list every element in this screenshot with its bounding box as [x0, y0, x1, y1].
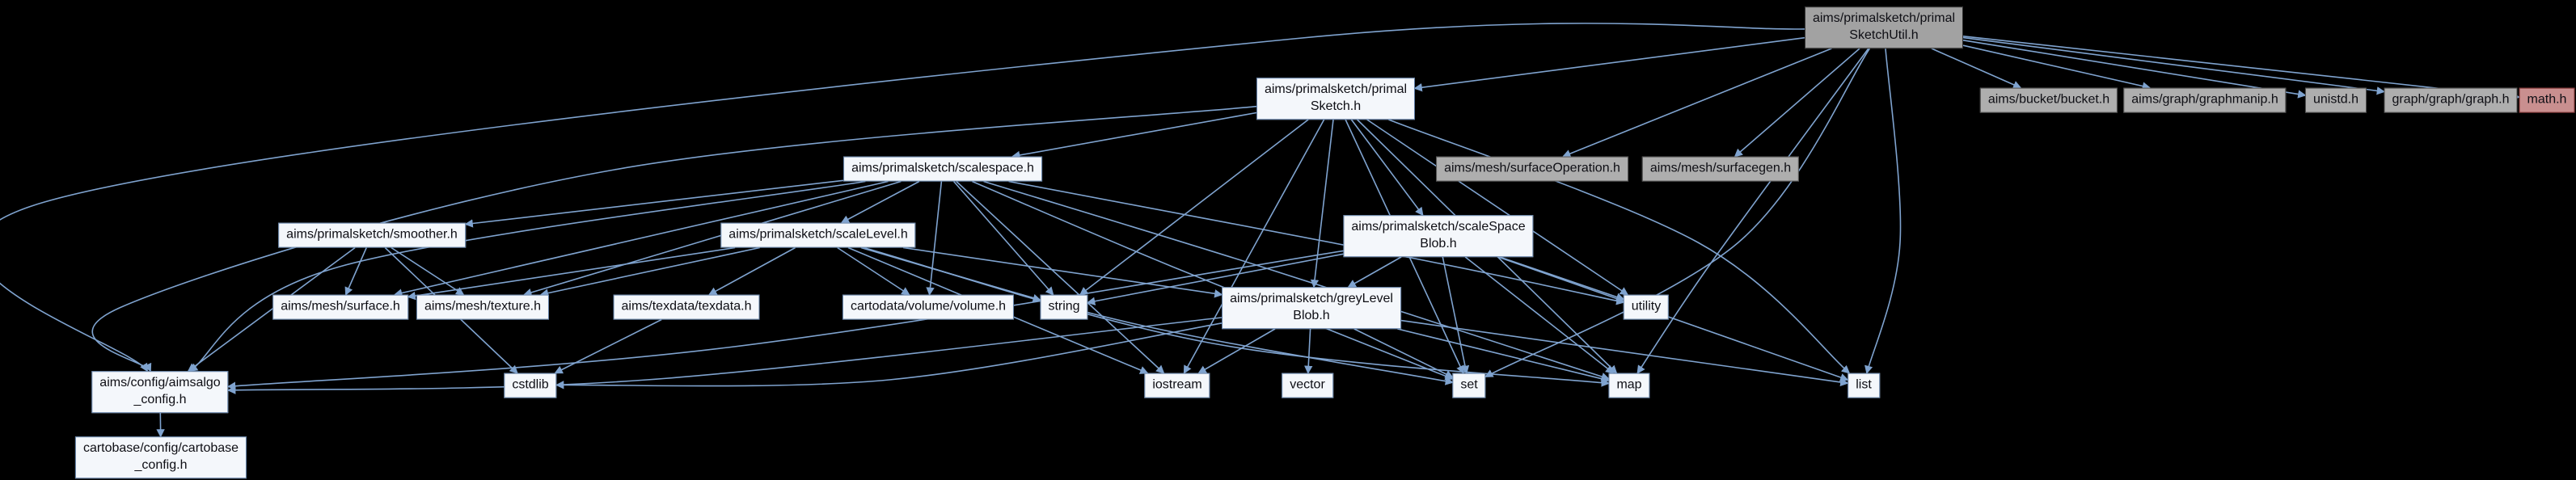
graph-node-string[interactable]: string: [1040, 294, 1088, 320]
graph-edge-scalespace--string: [952, 180, 1054, 296]
graph-edge-scalespace--map: [983, 180, 1610, 381]
graph-edge-scalelevel--volume: [837, 246, 910, 296]
graph-edge-scalespaceblob--set: [1442, 256, 1470, 375]
graph-edge-primalsketch--aimsalgo_config: [91, 105, 1257, 373]
graph-node-texdata[interactable]: aims/texdata/texdata.h: [613, 294, 760, 320]
graph-edge-primalsketch--scalespace: [1011, 112, 1257, 160]
graph-edge-primalsketchutil--unistd: [1962, 40, 2307, 99]
graph-edge-scalespace--iostream: [956, 180, 1165, 374]
graph-node-aimsalgo_config[interactable]: aims/config/aimsalgo _config.h: [91, 371, 229, 413]
graph-edge-scalespace--surface: [393, 180, 889, 297]
graph-edge-primalsketchutil--surfacegen: [1734, 48, 1860, 158]
graph-edge-primalsketchutil--graphmanip: [1962, 44, 2152, 91]
graph-node-scalespace[interactable]: aims/primalsketch/scalespace.h: [843, 156, 1042, 182]
graph-node-math[interactable]: math.h: [2519, 87, 2575, 113]
graph-node-greylevelblob[interactable]: aims/primalsketch/greyLevel Blob.h: [1222, 287, 1401, 329]
graph-edge-scalelevel--surface: [407, 246, 736, 301]
graph-edge-texdata--cstdlib: [554, 318, 662, 374]
graph-edge-smoother--surface: [344, 247, 367, 296]
graph-node-cartobase_config[interactable]: cartobase/config/cartobase _config.h: [74, 436, 247, 478]
graph-edge-primalsketchutil--math: [1962, 36, 2521, 101]
graph-node-scalespaceblob[interactable]: aims/primalsketch/scaleSpace Blob.h: [1343, 215, 1534, 257]
graph-node-primalsketch[interactable]: aims/primalsketch/primal Sketch.h: [1256, 78, 1416, 120]
graph-node-unistd[interactable]: unistd.h: [2304, 87, 2367, 113]
graph-edge-greylevelblob--aimsalgo_config: [226, 317, 1223, 394]
graph-edge-scalelevel--string: [860, 246, 1041, 302]
graph-edge-scalespace--scalelevel: [840, 180, 920, 224]
graph-node-bucket[interactable]: aims/bucket/bucket.h: [1979, 87, 2118, 113]
graph-edge-scalespace--volume: [926, 181, 943, 297]
graph-node-iostream[interactable]: iostream: [1144, 373, 1210, 398]
graph-edge-scalespaceblob--aimsalgo_config: [226, 250, 1344, 390]
graph-edge-smoother--texture: [391, 246, 465, 296]
graph-edge-primalsketch--list: [1388, 119, 1851, 374]
graph-edge-greylevelblob--list: [1400, 319, 1849, 387]
graph-edge-primalsketchutil--set: [1484, 48, 1871, 377]
graph-node-graph[interactable]: graph/graph/graph.h: [2384, 87, 2518, 113]
graph-edge-greylevelblob--vector: [1304, 328, 1313, 375]
graph-edge-greylevelblob--map: [1397, 328, 1611, 383]
graph-node-map[interactable]: map: [1608, 373, 1650, 398]
graph-edge-primalsketch--scalespaceblob: [1350, 119, 1424, 217]
graph-edge-smoother--aimsalgo_config: [187, 246, 356, 372]
graph-edge-scalespace--smoother: [464, 179, 844, 228]
graph-node-surface[interactable]: aims/mesh/surface.h: [272, 294, 408, 320]
graph-edge-primalsketchutil--list: [1864, 48, 1902, 375]
graph-edge-scalespaceblob--utility: [1499, 256, 1625, 301]
graph-node-vector[interactable]: vector: [1282, 373, 1333, 398]
graph-edge-scalespaceblob--list: [1497, 256, 1849, 381]
graph-edge-primalsketch--string: [1079, 119, 1309, 296]
graph-edge-greylevelblob--iostream: [1197, 328, 1276, 374]
graph-node-cstdlib[interactable]: cstdlib: [504, 373, 557, 398]
graph-node-list[interactable]: list: [1848, 373, 1880, 398]
graph-node-texture[interactable]: aims/mesh/texture.h: [416, 294, 550, 320]
graph-node-primalsketchutil[interactable]: aims/primalsketch/primal SketchUtil.h: [1804, 6, 1964, 48]
graph-edge-scalespaceblob--map: [1464, 256, 1615, 374]
graph-edge-scalespace--texture: [523, 180, 902, 297]
graph-node-volume[interactable]: cartodata/volume/volume.h: [842, 294, 1015, 320]
graph-node-graphmanip[interactable]: aims/graph/graphmanip.h: [2123, 87, 2287, 113]
graph-edge-scalespace--aimsalgo_config: [188, 180, 866, 372]
graph-node-set[interactable]: set: [1452, 373, 1486, 398]
graph-edge-primalsketch--greylevelblob: [1310, 119, 1334, 288]
graph-edge-greylevelblob--cstdlib: [555, 322, 1223, 389]
graph-edge-primalsketchutil--primalsketch: [1413, 36, 1805, 92]
graph-edge-scalespaceblob--greylevelblob: [1347, 256, 1402, 288]
graph-node-surfaceoperation[interactable]: aims/mesh/surfaceOperation.h: [1436, 156, 1628, 182]
graph-edge-scalespaceblob--string: [1086, 253, 1344, 305]
graph-edge-primalsketchutil--map: [1636, 48, 1869, 374]
graph-edge-primalsketchutil--aimsalgo_config: [0, 23, 1805, 373]
graph-edge-greylevelblob--set: [1353, 328, 1454, 378]
graph-edge-scalelevel--greylevelblob: [902, 246, 1223, 298]
graph-edge-scalelevel--texture: [539, 246, 760, 297]
graph-node-surfacegen[interactable]: aims/mesh/surfacegen.h: [1641, 156, 1800, 182]
graph-edge-primalsketch--utility: [1366, 119, 1629, 296]
graph-edge-primalsketch--iostream: [1183, 119, 1325, 374]
graph-edge-scalespace--set: [972, 180, 1454, 381]
graph-node-scalelevel[interactable]: aims/primalsketch/scaleLevel.h: [720, 222, 916, 248]
graph-edge-primalsketchutil--graph: [1962, 36, 2386, 95]
graph-edge-primalsketchutil--surfaceoperation: [1562, 48, 1832, 158]
graph-node-smoother[interactable]: aims/primalsketch/smoother.h: [278, 222, 466, 248]
graph-node-utility[interactable]: utility: [1623, 294, 1670, 320]
graph-edge-scalelevel--texdata: [708, 246, 796, 296]
graph-edge-primalsketchutil--bucket: [1931, 48, 2022, 89]
